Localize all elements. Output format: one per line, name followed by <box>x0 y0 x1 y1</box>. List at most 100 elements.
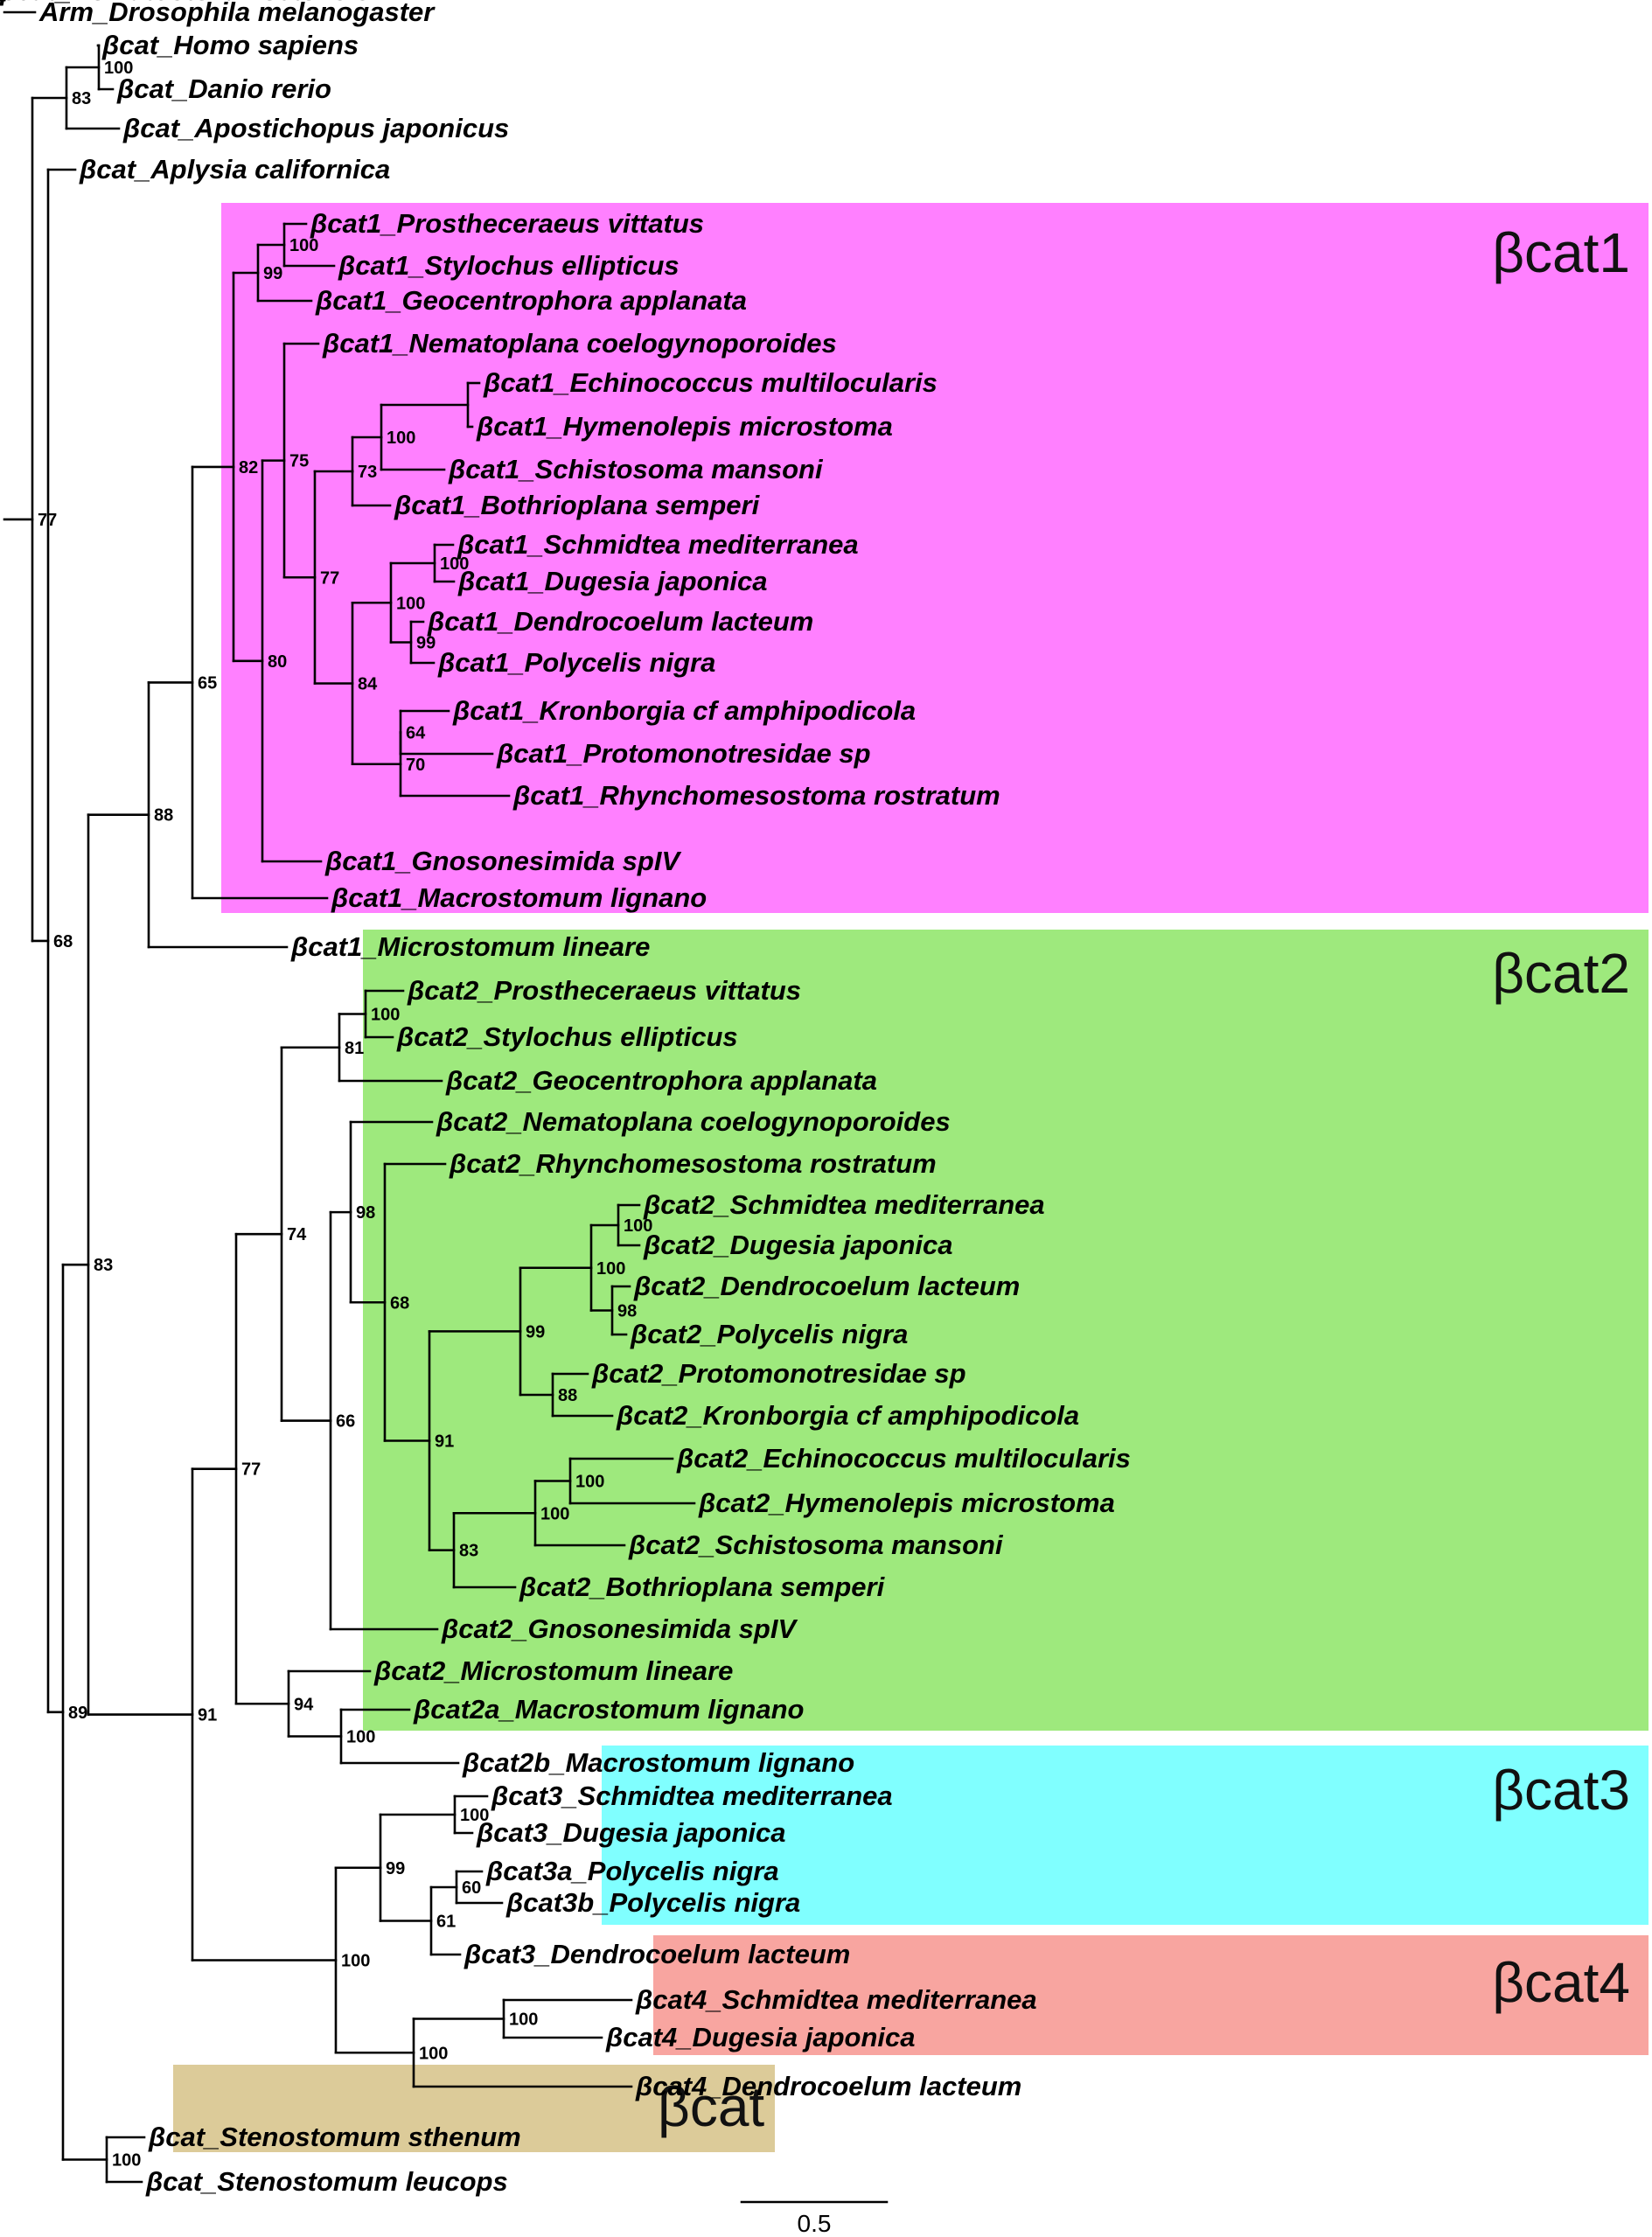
leaf-label: βcat1_Echinococcus multilocularis <box>483 367 938 398</box>
leaf-label: βcat2a_Macrostomum lignano <box>413 1694 804 1725</box>
support-value: 100 <box>112 2151 141 2171</box>
leaf-label: βcat1_Polycelis nigra <box>437 647 715 678</box>
clade-box-bcat2 <box>363 930 1649 1731</box>
support-value: 94 <box>294 1695 314 1714</box>
support-value: 82 <box>239 458 258 477</box>
support-value: 98 <box>617 1302 637 1321</box>
leaf-label: βcat1_Dugesia japonica <box>457 566 768 596</box>
leaf-label: βcat1_Dendrocoelum lacteum <box>427 606 813 637</box>
support-value: 83 <box>94 1256 113 1275</box>
support-value: 100 <box>540 1504 569 1523</box>
scale-bar: 0.5 <box>740 2200 889 2237</box>
support-value: 100 <box>371 1006 400 1025</box>
leaf-label: βcat1_Bothrioplana semperi <box>394 490 761 520</box>
leaf-label: βcat1_Microstomum lineare <box>290 931 650 962</box>
clade-label-bcat4: βcat4 <box>1492 1951 1630 2014</box>
support-value: 68 <box>53 932 73 951</box>
support-value: 98 <box>356 1203 375 1223</box>
leaf-label: βcat1_Kronborgia cf amphipodicola <box>452 695 916 726</box>
support-value: 100 <box>396 594 425 613</box>
leaf-label: βcat3_Schmidtea mediterranea <box>491 1781 893 1811</box>
support-value: 100 <box>440 554 469 574</box>
clade-label-bcat2: βcat2 <box>1492 942 1630 1005</box>
support-value: 65 <box>198 673 217 693</box>
clade-label-bcat1: βcat1 <box>1492 221 1630 284</box>
support-value: 99 <box>263 264 282 283</box>
clade-label-bcat: βcat <box>658 2075 765 2138</box>
support-value: 100 <box>387 429 415 448</box>
leaf-label: βcat1_Schistosoma mansoni <box>448 454 824 484</box>
leaf-label: βcat_Aplysia californica <box>79 154 390 185</box>
leaf-label: βcat1_Macrostomum lignano <box>331 882 707 913</box>
leaf-label: βcat_Stenostomum leucops <box>145 2166 508 2197</box>
leaf-label: βcat1_Geocentrophora applanata <box>315 285 747 316</box>
leaf-label: βcat1_Nematoplana coelogynoporoides <box>322 328 837 359</box>
leaf-label: βcat_Nematostella vectensis <box>0 0 371 6</box>
support-value: 91 <box>198 1706 217 1725</box>
support-value: 89 <box>68 1704 87 1723</box>
leaf-label: βcat_Apostichopus japonicus <box>122 113 509 143</box>
leaf-label: βcat2_Gnosonesimida spIV <box>441 1613 798 1644</box>
leaf-label: βcat2_Polycelis nigra <box>630 1319 908 1349</box>
clade-box-bcat3 <box>602 1746 1649 1925</box>
leaf-label: βcat1_Gnosonesimida spIV <box>324 846 681 876</box>
leaf-label: βcat2_Echinococcus multilocularis <box>676 1443 1131 1474</box>
support-value: 77 <box>320 568 339 588</box>
leaf-label: βcat2_Dugesia japonica <box>643 1230 953 1260</box>
leaf-label: βcat2_Protomonotresidae sp <box>591 1358 966 1389</box>
clade-label-bcat3: βcat3 <box>1492 1759 1630 1822</box>
support-value: 70 <box>406 756 425 775</box>
leaf-label: βcat2_Kronborgia cf amphipodicola <box>616 1400 1079 1431</box>
clade-box-bcat1 <box>221 203 1649 913</box>
leaf-label: βcat2_Stylochus ellipticus <box>396 1021 738 1052</box>
support-value: 77 <box>38 511 57 530</box>
leaf-label: βcat2_Rhynchomesostoma rostratum <box>449 1148 937 1179</box>
scale-bar-label: 0.5 <box>798 2210 832 2237</box>
support-value: 83 <box>72 89 91 108</box>
leaf-label: βcat2_Microstomum lineare <box>373 1655 733 1686</box>
leaf-label: βcat2_Hymenolepis microstoma <box>698 1488 1115 1518</box>
leaf-label: βcat4_Dugesia japonica <box>605 2022 916 2052</box>
support-value: 100 <box>289 236 318 255</box>
leaf-label: βcat_Stenostomum sthenum <box>148 2122 521 2152</box>
support-value: 88 <box>558 1386 577 1405</box>
support-value: 100 <box>509 2011 538 2030</box>
leaf-label: βcat2_Nematoplana coelogynoporoides <box>436 1106 951 1137</box>
support-value: 81 <box>345 1039 364 1058</box>
support-value: 83 <box>459 1542 478 1561</box>
support-value: 73 <box>358 463 377 482</box>
leaf-label: βcat4_Dendrocoelum lacteum <box>635 2071 1021 2101</box>
support-value: 100 <box>341 1952 370 1971</box>
leaf-label: βcat1_Hymenolepis microstoma <box>476 411 893 442</box>
support-value: 60 <box>462 1878 481 1898</box>
leaf-label: βcat2_Geocentrophora applanata <box>445 1065 877 1096</box>
leaf-label: βcat_Danio rerio <box>116 73 331 104</box>
support-value: 74 <box>287 1225 307 1244</box>
support-value: 99 <box>386 1859 405 1878</box>
support-value: 100 <box>346 1728 375 1747</box>
support-value: 99 <box>526 1322 545 1342</box>
clade-box-bcat4 <box>653 1935 1649 2055</box>
leaf-label: βcat3_Dugesia japonica <box>476 1817 786 1848</box>
support-value: 100 <box>575 1473 604 1492</box>
support-value: 100 <box>419 2044 448 2063</box>
leaf-label: Arm_Drosophila melanogaster <box>38 0 436 27</box>
leaf-label: βcat1_Protomonotresidae sp <box>496 738 871 769</box>
leaf-label: βcat3a_Polycelis nigra <box>485 1856 779 1886</box>
support-value: 64 <box>406 724 426 743</box>
leaf-label: βcat2_Schmidtea mediterranea <box>643 1189 1045 1220</box>
leaf-label: βcat3b_Polycelis nigra <box>505 1887 800 1918</box>
support-value: 100 <box>596 1259 625 1279</box>
support-value: 68 <box>390 1293 409 1313</box>
leaf-label: βcat1_Schmidtea mediterranea <box>457 529 859 560</box>
leaf-label: βcat2_Schistosoma mansoni <box>628 1530 1004 1560</box>
leaf-label: βcat2_Dendrocoelum lacteum <box>633 1271 1020 1301</box>
support-value: 99 <box>416 634 436 653</box>
leaf-label: βcat2b_Macrostomum lignano <box>462 1747 854 1778</box>
leaf-label: βcat1_Prostheceraeus vittatus <box>310 208 704 239</box>
support-value: 80 <box>268 652 287 672</box>
support-value: 75 <box>289 452 309 471</box>
support-value: 91 <box>435 1432 454 1452</box>
support-value: 66 <box>336 1412 355 1432</box>
